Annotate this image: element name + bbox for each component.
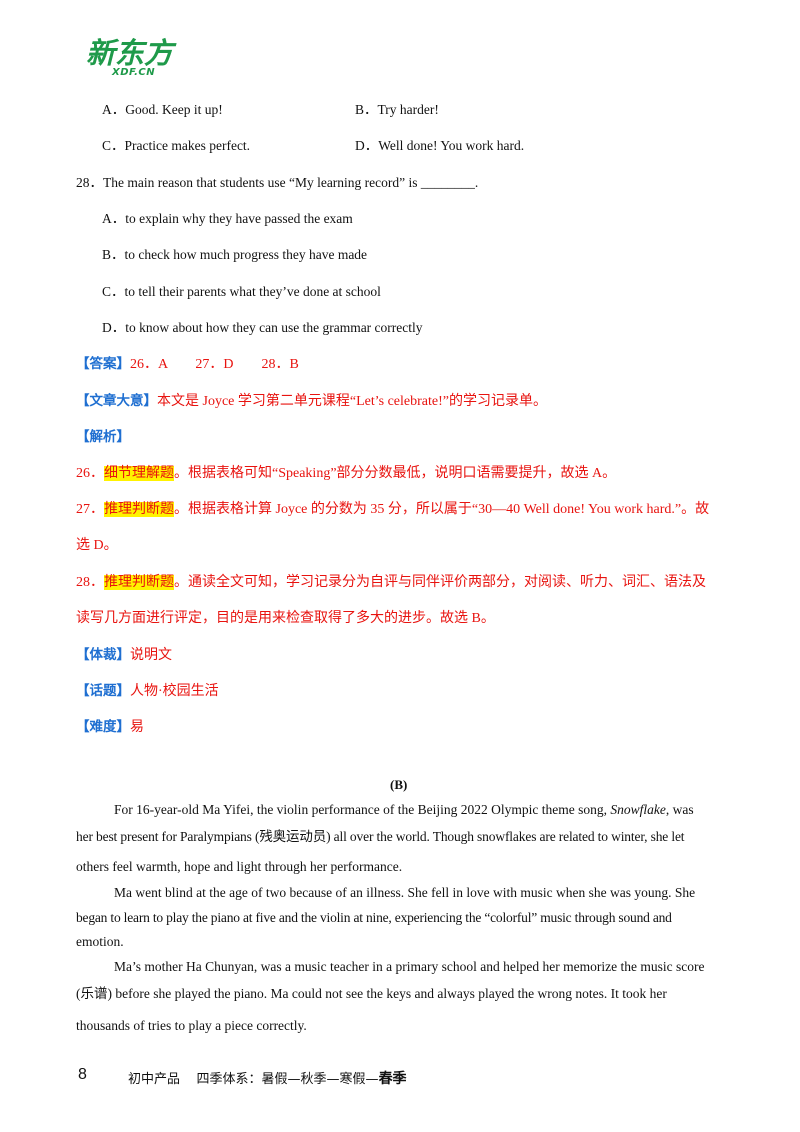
difficulty-tag: 【难度】	[76, 719, 130, 735]
passage-p3-line2: (乐谱) before she played the piano. Ma cou…	[76, 986, 667, 1001]
topic-text: 人物·校园生活	[130, 684, 219, 699]
passage-heading: (B)	[390, 777, 408, 792]
exp27-number: 27．	[76, 502, 104, 517]
explanation-27-line1: 27．推理判断题。根据表格计算 Joyce 的分数为 35 分，所以属于“30—…	[76, 500, 709, 519]
logo-wordmark: 新东方	[86, 36, 174, 70]
passage-p2-line3: emotion.	[76, 934, 124, 949]
footer-system: 四季体系：暑假—秋季—寒假—	[196, 1072, 379, 1087]
exp28-number: 28．	[76, 575, 104, 590]
exp26-question-type: 细节理解题	[104, 466, 174, 481]
explanation-27-line2: 选 D。	[76, 536, 118, 555]
q28-option-d: D．to know about how they can use the gra…	[102, 320, 423, 335]
topic-row: 【话题】人物·校园生活	[76, 682, 219, 701]
genre-tag: 【体裁】	[76, 647, 130, 663]
exp27-text1: 。根据表格计算 Joyce 的分数为 35 分，所以属于“30—40 Well …	[174, 502, 710, 517]
footer-season: 春季	[378, 1071, 407, 1087]
summary-tag: 【文章大意】	[76, 393, 157, 409]
exp28-question-type: 推理判断题	[104, 575, 174, 590]
exp27-question-type: 推理判断题	[104, 502, 174, 517]
difficulty-row: 【难度】易	[76, 718, 144, 737]
explanation-28-line2: 读写几方面进行评定，目的是用来检查取得了多大的进步。故选 B。	[76, 609, 495, 628]
q27-option-c: C．Practice makes perfect.	[102, 138, 251, 153]
q28-stem: 28．The main reason that students use “My…	[76, 175, 479, 190]
passage-p1-line2: her best present for Paralympians (残奥运动员…	[76, 829, 685, 844]
p1-text-b: , was	[665, 802, 694, 817]
q27-option-a: A．Good. Keep it up!	[102, 102, 223, 117]
q28-option-a: A．to explain why they have passed the ex…	[102, 211, 353, 226]
summary-row: 【文章大意】本文是 Joyce 学习第二单元课程“Let’s celebrate…	[76, 392, 547, 411]
answer-tag: 【答案】	[76, 356, 130, 372]
p1-text-a: For 16-year-old Ma Yifei, the violin per…	[114, 802, 611, 817]
topic-tag: 【话题】	[76, 683, 130, 699]
exp28-text2: 读写几方面进行评定，目的是用来检查取得了多大的进步。故选 B。	[76, 611, 495, 626]
exp27-text2: 选 D。	[76, 538, 118, 553]
passage-p3-line3: thousands of tries to play a piece corre…	[76, 1018, 307, 1033]
analysis-tag: 【解析】	[76, 429, 130, 445]
logo-domain: XDF.CN	[112, 67, 156, 78]
q28-option-c: C．to tell their parents what they’ve don…	[102, 284, 381, 299]
page-number: 8	[78, 1066, 87, 1083]
q27-option-b: B．Try harder!	[355, 102, 439, 117]
exp26-text: 。根据表格可知“Speaking”部分分数最低，说明口语需要提升，故选 A。	[174, 466, 617, 481]
explanation-26: 26．细节理解题。根据表格可知“Speaking”部分分数最低，说明口语需要提升…	[76, 464, 616, 483]
footer-product: 初中产品	[128, 1072, 181, 1087]
footer-label: 初中产品 四季体系：暑假—秋季—寒假—春季	[128, 1068, 407, 1088]
analysis-heading: 【解析】	[76, 428, 130, 446]
passage-p2-line1: Ma went blind at the age of two because …	[114, 885, 696, 900]
explanation-28-line1: 28．推理判断题。通读全文可知，学习记录分为自评与同伴评价两部分，对阅读、听力、…	[76, 573, 706, 592]
passage-p3-line1: Ma’s mother Ha Chunyan, was a music teac…	[114, 959, 705, 974]
passage-p1-line1: For 16-year-old Ma Yifei, the violin per…	[114, 801, 694, 819]
exp28-text1: 。通读全文可知，学习记录分为自评与同伴评价两部分，对阅读、听力、词汇、语法及	[174, 575, 706, 590]
summary-text: 本文是 Joyce 学习第二单元课程“Let’s celebrate!”的学习记…	[157, 394, 547, 409]
genre-row: 【体裁】说明文	[76, 646, 172, 665]
q27-option-d: D．Well done! You work hard.	[355, 138, 525, 153]
exp26-number: 26．	[76, 466, 104, 481]
passage-p2-line2: began to learn to play the piano at five…	[76, 910, 672, 925]
xdf-logo: 新东方 XDF.CN	[86, 36, 196, 80]
passage-p1-line3: others feel warmth, hope and light throu…	[76, 859, 403, 874]
answer-text: 26．A 27．D 28．B	[130, 357, 299, 372]
q28-option-b: B．to check how much progress they have m…	[102, 247, 368, 262]
p1-song-title: Snowflake	[610, 802, 666, 817]
difficulty-text: 易	[130, 720, 144, 735]
answer-row: 【答案】26．A 27．D 28．B	[76, 355, 299, 374]
genre-text: 说明文	[130, 648, 172, 663]
